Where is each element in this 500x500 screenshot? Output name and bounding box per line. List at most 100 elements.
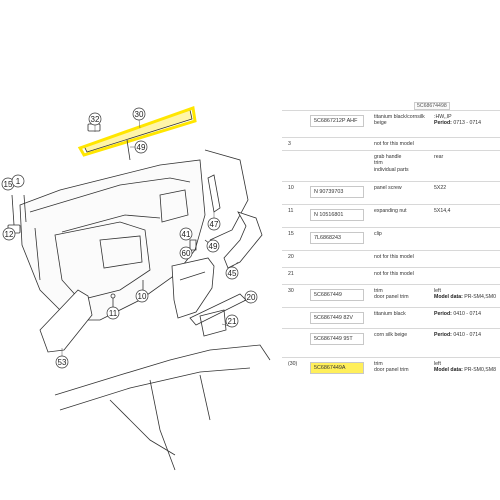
header-stub: 5C68674498: [414, 102, 450, 110]
svg-text:12: 12: [5, 230, 14, 239]
description-line: clip: [374, 231, 382, 237]
part-number-field[interactable]: N 10516801: [310, 209, 364, 221]
svg-text:49: 49: [209, 242, 218, 251]
remark-value: :HW,,IP: [434, 114, 452, 120]
part-number-field[interactable]: N 90739703: [310, 186, 364, 198]
table-row: 3 not for this model: [282, 137, 500, 150]
description-line: titanium black: [374, 311, 406, 317]
svg-text:60: 60: [182, 249, 191, 258]
row-position: 21: [288, 271, 294, 277]
callout-45[interactable]: 45: [225, 266, 239, 280]
part-number-field[interactable]: 7L6868243: [310, 232, 364, 244]
trim-highlight: [77, 105, 197, 157]
row-description: expanding nut: [374, 208, 407, 214]
remark-value: 5X22: [434, 185, 447, 191]
svg-text:10: 10: [138, 292, 147, 301]
svg-text:32: 32: [91, 115, 100, 124]
row-remark: rear: [434, 154, 443, 160]
callout-1[interactable]: 1: [11, 174, 25, 188]
svg-text:30: 30: [135, 110, 144, 119]
callout-11[interactable]: 11: [106, 306, 120, 320]
callout-30[interactable]: 30: [132, 107, 146, 121]
svg-text:1: 1: [16, 177, 21, 186]
svg-text:11: 11: [109, 309, 118, 318]
row-position: 3: [288, 141, 291, 147]
armrest-60: [171, 257, 215, 319]
description-line: not for this model: [374, 271, 414, 277]
svg-text:47: 47: [210, 220, 219, 229]
remark-label: Period:: [434, 120, 454, 127]
row-position: (30): [288, 361, 298, 367]
remark-line: Model data: PR-SM4,SM0: [434, 294, 496, 300]
callout-53[interactable]: 53: [55, 355, 69, 369]
remark-line: 5X22: [434, 185, 446, 191]
row-description: clip: [374, 231, 382, 237]
part-number-field[interactable]: 5C6867449 95T: [310, 333, 364, 345]
callout-60[interactable]: 60: [179, 246, 193, 260]
row-position: 20: [288, 254, 294, 260]
svg-text:15: 15: [4, 180, 13, 189]
svg-text:53: 53: [58, 358, 67, 367]
description-line: expanding nut: [374, 208, 407, 214]
remark-value: rear: [434, 154, 444, 160]
callout-20[interactable]: 20: [244, 290, 258, 304]
remark-label: Period:: [434, 311, 454, 317]
table-row: 5C6867449 95T corn silk beige Period: 0410…: [282, 328, 500, 357]
svg-text:21: 21: [228, 317, 237, 326]
remark-line: Model data: PR-SM0,SM8: [434, 367, 496, 373]
row-description: corn silk beige: [374, 332, 407, 338]
callout-10[interactable]: 10: [135, 289, 149, 303]
row-remark: 5X22: [434, 185, 446, 191]
callout-49[interactable]: 49: [206, 239, 220, 253]
remark-line: left: [434, 361, 496, 367]
svg-text:41: 41: [182, 230, 191, 239]
callout-47[interactable]: 47: [207, 217, 221, 231]
part-number-field[interactable]: 5C6867212P AHF: [310, 115, 364, 127]
description-line: beige: [374, 120, 387, 127]
part-number-field[interactable]: 5C6867449: [310, 289, 364, 301]
part-number-field[interactable]: 5C6867449 82V: [310, 312, 364, 324]
description-line: titanium black/cornsilk: [374, 114, 425, 120]
callout-12[interactable]: 12: [2, 227, 16, 241]
remark-value: left: [434, 361, 441, 367]
table-row: 5C6867449 82V titanium black Period: 0410 …: [282, 307, 500, 328]
callout-32[interactable]: 32: [88, 112, 102, 126]
remark-label: Period:: [434, 332, 454, 338]
part-number-field[interactable]: 5C6867449A: [310, 362, 364, 374]
row-position: 30: [288, 288, 294, 294]
row-description: not for this model: [374, 254, 414, 260]
remark-value: 0410 - 0714: [453, 311, 482, 317]
callout-41[interactable]: 41: [179, 227, 193, 241]
table-row: 21 not for this model: [282, 267, 500, 284]
description-line: door panel trim: [374, 367, 409, 374]
description-line: not for this model: [374, 141, 414, 147]
svg-text:45: 45: [228, 269, 237, 278]
remark-line: :HW,,IP: [434, 114, 481, 120]
remark-line: Period: 0410 - 0714: [434, 332, 481, 338]
pull-handle-45: [223, 211, 263, 269]
row-description: not for this model: [374, 271, 414, 277]
description-line: individual parts: [374, 166, 409, 173]
row-description: panel screw: [374, 185, 402, 191]
callout-49[interactable]: 49: [134, 140, 148, 154]
description-line: panel screw: [374, 185, 402, 191]
row-position: 11: [288, 208, 294, 214]
remark-label: Model data:: [434, 294, 465, 301]
remark-value: 0410 - 0714: [453, 332, 482, 338]
callout-21[interactable]: 21: [225, 314, 239, 328]
door-panel: [19, 159, 206, 321]
row-description: not for this model: [374, 141, 414, 147]
